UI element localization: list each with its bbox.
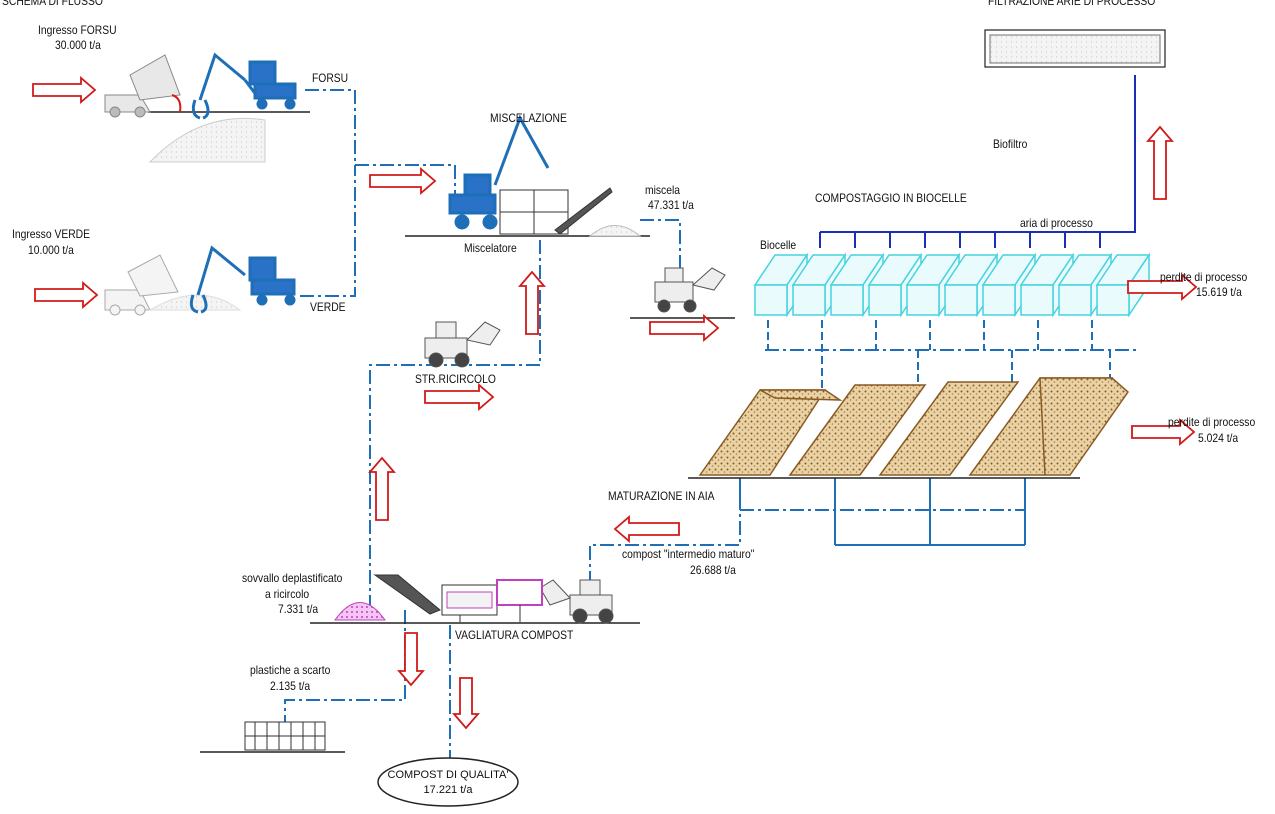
verde-input-qty: 10.000 t/a	[28, 243, 74, 257]
diagram-title: SCHEMA DI FLUSSO	[2, 0, 103, 8]
loader-icon-mix	[655, 268, 725, 312]
arrow-waste-down	[399, 633, 423, 685]
biocells-label: Biocelle	[760, 238, 796, 252]
mixer-label: Miscelatore	[464, 241, 517, 255]
biocells-title: COMPOSTAGGIO IN BIOCELLE	[815, 191, 967, 205]
mix-label: miscela	[645, 183, 680, 197]
verde-line-label: VERDE	[310, 300, 346, 314]
arrow-final-down	[454, 678, 478, 728]
arrow-biofilter-up	[1148, 127, 1172, 199]
waste-label: plastiche a scarto	[250, 663, 330, 677]
mixer-machine-icon	[500, 188, 640, 236]
maturation-title: MATURAZIONE IN AIA	[608, 489, 714, 503]
recirc-label: STR.RICIRCOLO	[415, 372, 496, 386]
biofilter-label: Biofiltro	[993, 137, 1027, 151]
arrow-mix-to-biocell	[650, 316, 718, 340]
verde-input-title: Ingresso VERDE	[12, 227, 90, 241]
maturation-droplines	[740, 478, 1025, 545]
forsu-truck-icon	[105, 55, 180, 117]
loader-icon-recirc	[425, 322, 500, 367]
mixing-title: MISCELAZIONE	[490, 111, 567, 125]
arrow-sovvallo-up	[370, 458, 394, 520]
maturation-loss-qty: 5.024 t/a	[1198, 431, 1238, 445]
compost-intermediate-qty: 26.688 t/a	[690, 563, 736, 577]
forsu-input-title: Ingresso FORSU	[38, 23, 117, 37]
drop-arrow-icon	[172, 95, 180, 112]
arrow-recirc-right	[425, 385, 493, 409]
windrows-icon	[700, 378, 1128, 475]
recirc-sieve-qty: 7.331 t/a	[278, 602, 318, 616]
final-compost-label: COMPOST DI QUALITA'	[378, 768, 518, 782]
forsu-heap-icon	[150, 118, 265, 162]
biocell-loss-label: perdite di processo	[1160, 270, 1247, 284]
arrow-forsu-in	[33, 78, 95, 102]
waste-qty: 2.135 t/a	[270, 679, 310, 693]
recirc-sieve-label-1: sovvallo deplastificato	[242, 571, 342, 585]
verde-heap-icon	[150, 295, 240, 310]
arrow-verde-in	[35, 283, 97, 307]
verde-crane-icon	[191, 248, 294, 312]
compost-intermediate-label: compost "intermedio maturo"	[622, 547, 754, 561]
final-compost-ellipse	[378, 758, 518, 806]
arrow-compost-back	[615, 517, 679, 541]
biocell-loss-qty: 15.619 t/a	[1196, 285, 1242, 299]
forsu-input-qty: 30.000 t/a	[55, 38, 101, 52]
arrow-to-mixer	[370, 169, 435, 193]
verde-flow-line	[300, 165, 355, 296]
biocells-icon	[755, 255, 1149, 315]
mix-qty: 47.331 t/a	[648, 198, 694, 212]
biofilter-title: FILTRAZIONE ARIE DI PROCESSO	[988, 0, 1155, 8]
recirc-sieve-label-2: a ricircolo	[265, 587, 309, 601]
recirc-flow-line-a	[370, 240, 540, 605]
screening-title: VAGLIATURA COMPOST	[455, 628, 573, 642]
biofilter-icon	[985, 30, 1165, 67]
waste-container-icon	[245, 722, 325, 750]
final-compost-qty: 17.221 t/a	[378, 783, 518, 797]
air-label: aria di processo	[1020, 216, 1093, 230]
maturation-loss-label: perdite di processo	[1168, 415, 1255, 429]
forsu-crane-icon	[193, 55, 295, 118]
loader-icon-screen	[540, 580, 613, 623]
forsu-line-label: FORSU	[312, 71, 348, 85]
screening-machine-icon	[335, 575, 542, 622]
